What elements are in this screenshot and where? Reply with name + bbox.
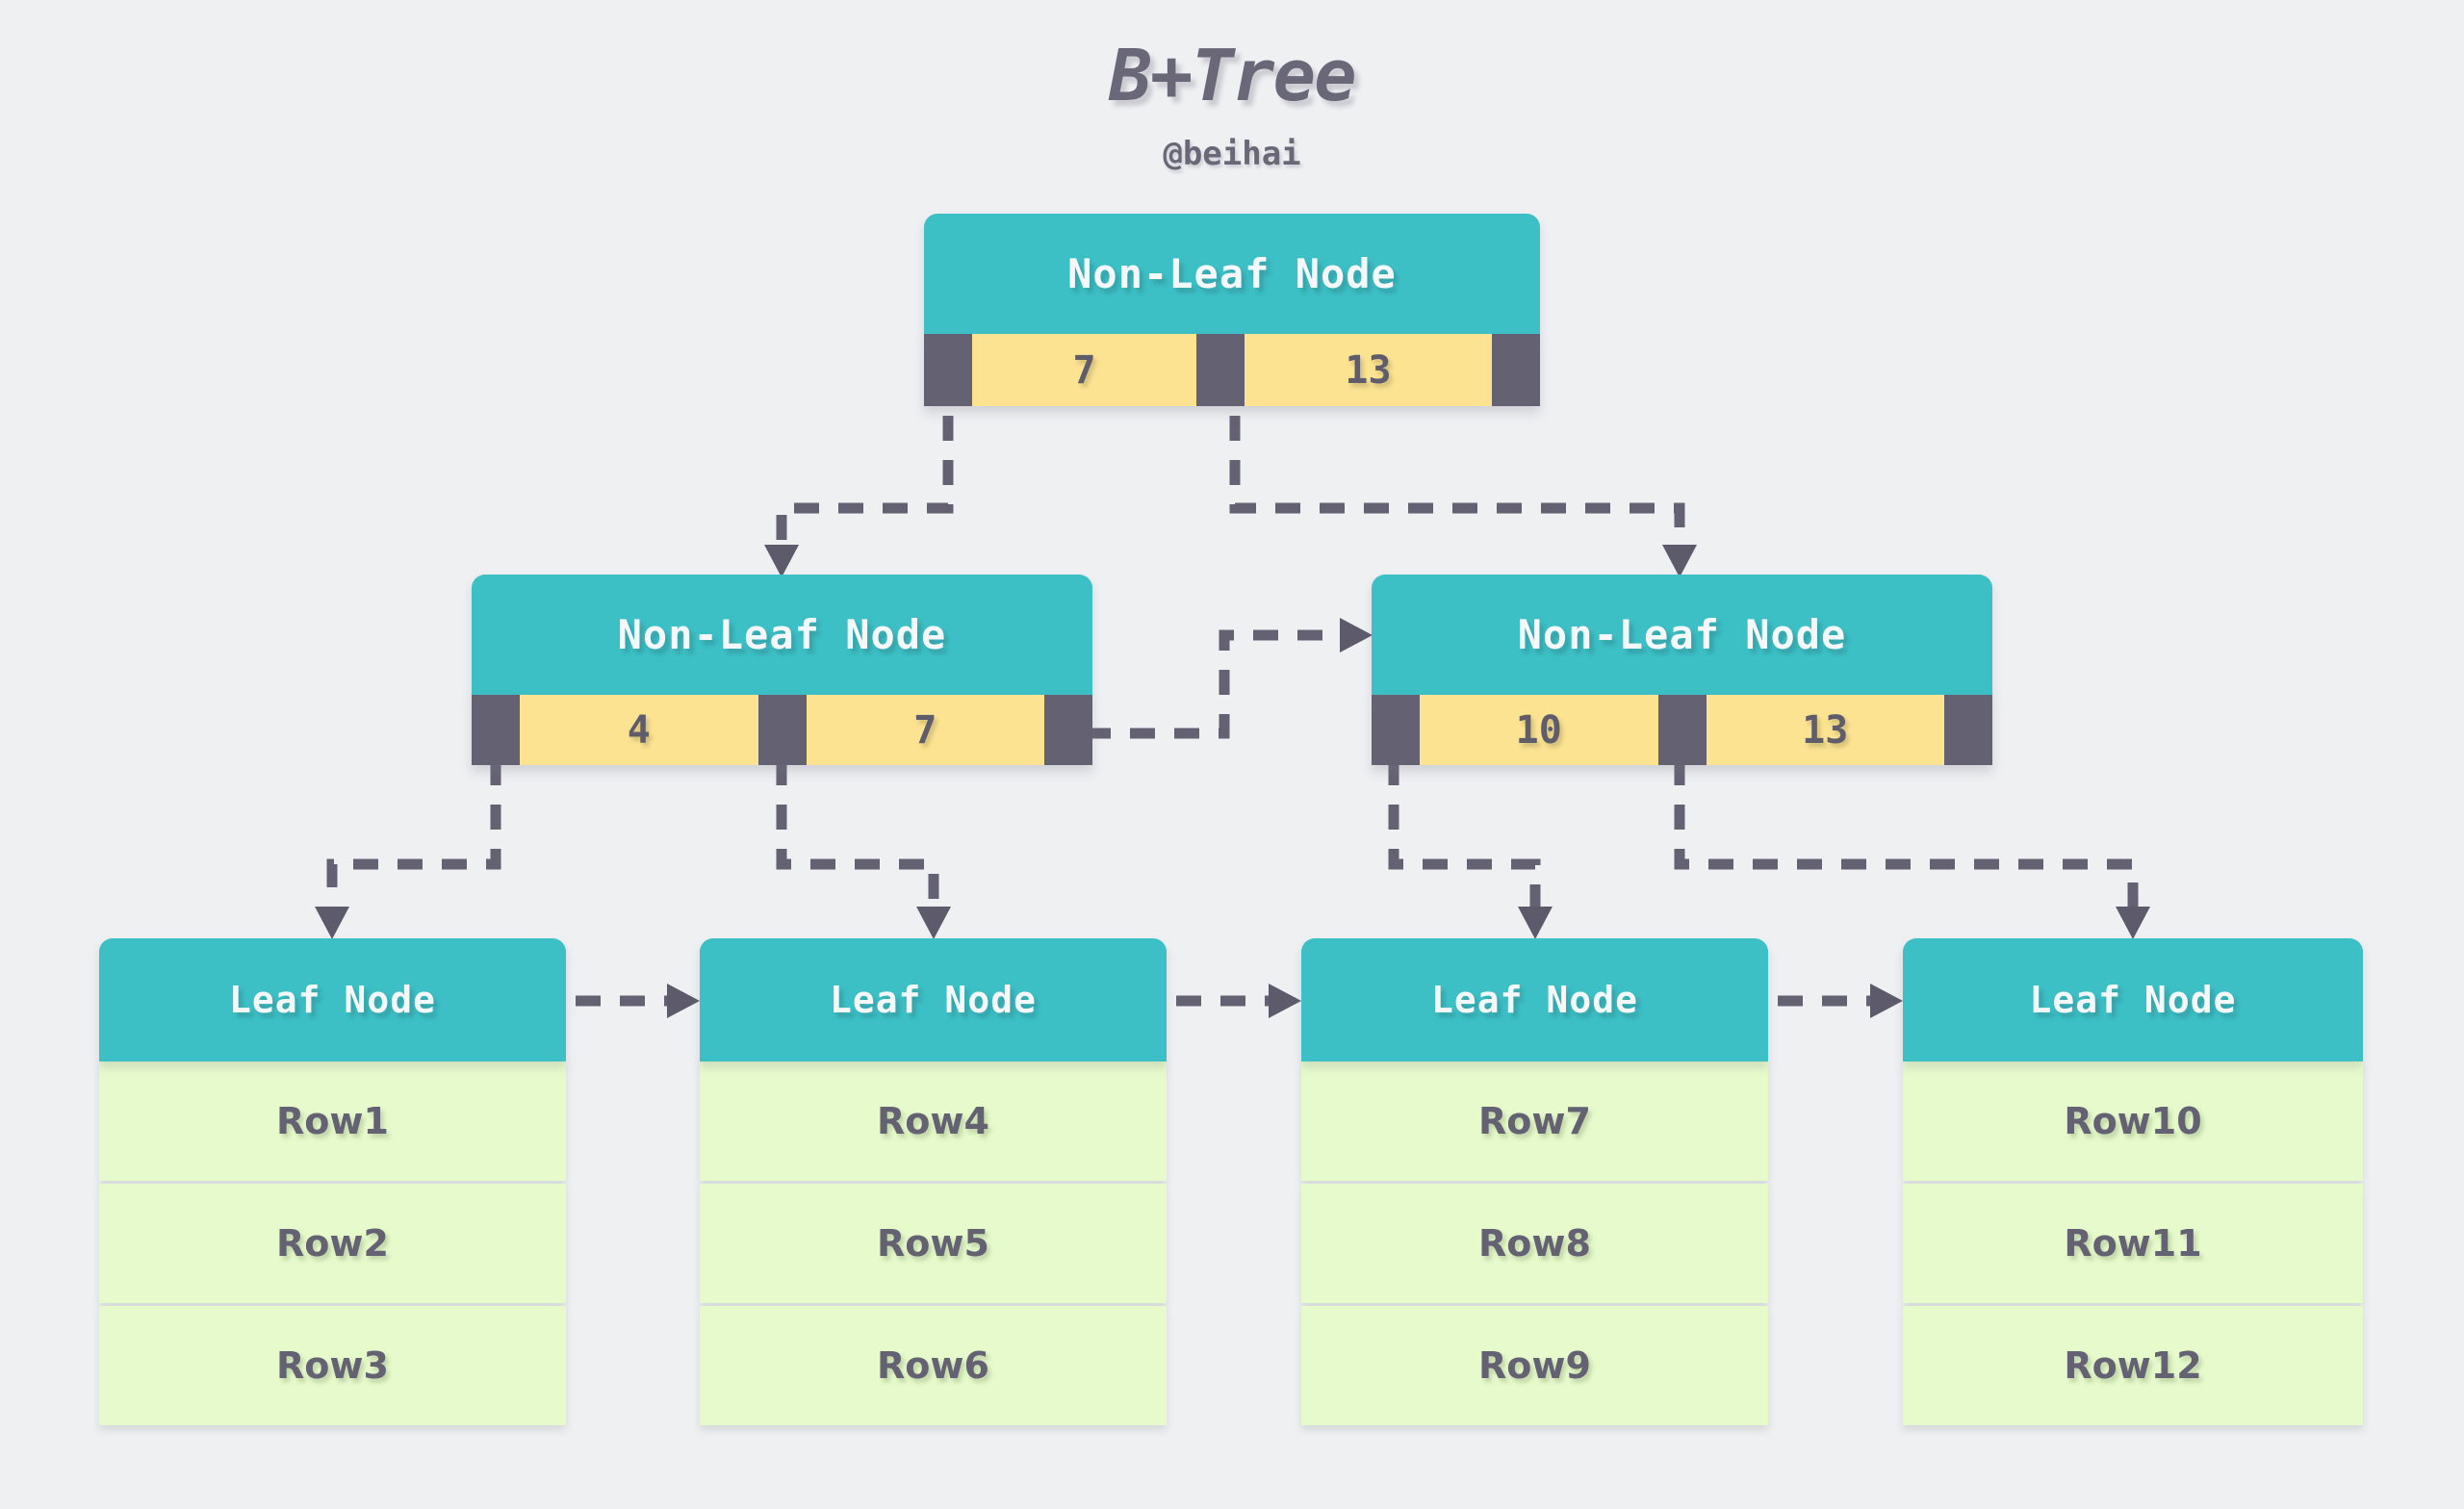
leaf-node-2-header: Leaf Node — [700, 938, 1167, 1061]
leaf-node-3[interactable]: Leaf Node Row7 Row8 Row9 — [1301, 938, 1768, 1425]
leaf-node-4-label: Leaf Node — [2029, 979, 2237, 1021]
leaf-node-3-label: Leaf Node — [1431, 979, 1638, 1021]
leaf-node-1[interactable]: Leaf Node Row1 Row2 Row3 — [99, 938, 566, 1425]
internal-node-left-key-strip: 4 7 — [472, 695, 1092, 765]
arrowhead-leaf-3 — [1518, 907, 1553, 939]
leaf-node-3-row-3[interactable]: Row9 — [1301, 1306, 1768, 1425]
internal-left-pointer-1[interactable] — [757, 695, 807, 765]
internal-node-right-header: Non-Leaf Node — [1372, 575, 1992, 695]
leaf-node-2-row-1[interactable]: Row4 — [700, 1061, 1167, 1181]
leaf-node-2-label: Leaf Node — [830, 979, 1037, 1021]
arrowhead-leaf-sibling-1-2 — [667, 984, 700, 1018]
internal-right-pointer-1[interactable] — [1657, 695, 1707, 765]
leaf-node-1-row-1[interactable]: Row1 — [99, 1061, 566, 1181]
edge-root-to-internal-right — [1229, 416, 1685, 564]
leaf-node-2[interactable]: Leaf Node Row4 Row5 Row6 — [700, 938, 1167, 1425]
arrowhead-internal-right — [1662, 545, 1697, 577]
internal-node-right-key-strip: 10 13 — [1372, 695, 1992, 765]
internal-left-key-0[interactable]: 4 — [520, 695, 758, 765]
arrowhead-leaf-sibling-3-4 — [1870, 984, 1903, 1018]
leaf-node-4-row-3[interactable]: Row12 — [1903, 1306, 2363, 1425]
edge-internal-sibling-link — [1086, 629, 1352, 739]
internal-right-key-1[interactable]: 13 — [1706, 695, 1944, 765]
edge-internal-left-to-leaf-1 — [326, 760, 501, 926]
internal-right-key-0[interactable]: 10 — [1420, 695, 1658, 765]
root-pointer-2[interactable] — [1492, 334, 1541, 406]
internal-left-pointer-2[interactable] — [1044, 695, 1092, 765]
edge-root-to-internal-left — [776, 416, 954, 564]
leaf-node-2-row-2[interactable]: Row5 — [700, 1184, 1167, 1303]
leaf-node-1-row-2[interactable]: Row2 — [99, 1184, 566, 1303]
page-title: B+Tree — [1109, 35, 1356, 117]
leaf-node-1-label: Leaf Node — [229, 979, 436, 1021]
root-node-label: Non-Leaf Node — [1067, 250, 1397, 297]
internal-node-left-header: Non-Leaf Node — [472, 575, 1092, 695]
arrowhead-leaf-4 — [2116, 907, 2150, 939]
leaf-node-1-header: Leaf Node — [99, 938, 566, 1061]
leaf-node-3-row-1[interactable]: Row7 — [1301, 1061, 1768, 1181]
leaf-node-1-row-3[interactable]: Row3 — [99, 1306, 566, 1425]
internal-right-pointer-2[interactable] — [1944, 695, 1992, 765]
internal-left-pointer-0[interactable] — [472, 695, 520, 765]
leaf-node-4[interactable]: Leaf Node Row10 Row11 Row12 — [1903, 938, 2363, 1425]
edge-internal-right-to-leaf-3 — [1388, 760, 1541, 926]
internal-left-key-1[interactable]: 7 — [806, 695, 1044, 765]
leaf-node-3-header: Leaf Node — [1301, 938, 1768, 1061]
root-node[interactable]: Non-Leaf Node 7 13 — [924, 214, 1541, 406]
arrowhead-leaf-1 — [315, 907, 349, 939]
edge-internal-right-to-leaf-4 — [1674, 760, 2139, 926]
internal-node-right-label: Non-Leaf Node — [1517, 611, 1847, 658]
root-pointer-0[interactable] — [924, 334, 972, 406]
leaf-node-4-header: Leaf Node — [1903, 938, 2363, 1061]
root-node-header: Non-Leaf Node — [924, 214, 1540, 334]
arrowhead-internal-left — [764, 545, 799, 577]
page-subtitle: @beihai — [1163, 135, 1301, 173]
root-key-0[interactable]: 7 — [972, 334, 1196, 406]
root-key-strip: 7 13 — [924, 334, 1541, 406]
root-pointer-1[interactable] — [1195, 334, 1245, 406]
internal-right-pointer-0[interactable] — [1372, 695, 1420, 765]
internal-node-right[interactable]: Non-Leaf Node 10 13 — [1372, 575, 1992, 765]
edge-internal-left-to-leaf-2 — [776, 760, 939, 926]
root-key-1[interactable]: 13 — [1244, 334, 1493, 406]
leaf-node-2-row-3[interactable]: Row6 — [700, 1306, 1167, 1425]
leaf-node-4-row-1[interactable]: Row10 — [1903, 1061, 2363, 1181]
arrowhead-leaf-sibling-2-3 — [1269, 984, 1301, 1018]
leaf-node-3-row-2[interactable]: Row8 — [1301, 1184, 1768, 1303]
internal-node-left[interactable]: Non-Leaf Node 4 7 — [472, 575, 1092, 765]
internal-node-left-label: Non-Leaf Node — [617, 611, 947, 658]
arrowhead-internal-sibling — [1340, 618, 1373, 652]
arrowhead-leaf-2 — [916, 907, 951, 939]
leaf-node-4-row-2[interactable]: Row11 — [1903, 1184, 2363, 1303]
